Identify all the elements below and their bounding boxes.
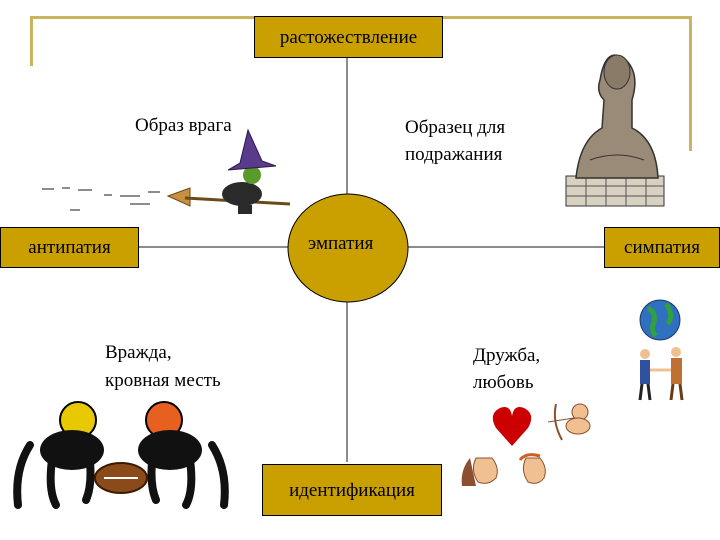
caption-top-right-1: Образец для bbox=[405, 117, 506, 138]
caption-top-right-2: подражания bbox=[405, 144, 503, 165]
node-center-label: эмпатия bbox=[308, 233, 374, 254]
football-players-icon bbox=[13, 401, 229, 509]
frame-line-left bbox=[30, 16, 33, 66]
caption-top-left: Образ врага bbox=[135, 115, 232, 136]
buddha-statue-icon bbox=[565, 54, 665, 207]
frame-line-top bbox=[30, 16, 260, 19]
caption-bottom-right-1: Дружба, bbox=[473, 345, 541, 366]
frame-line-top-right bbox=[440, 16, 692, 19]
caption-bottom-right-2: любовь bbox=[473, 372, 534, 393]
node-top: растожествление bbox=[254, 16, 443, 58]
node-right: симпатия bbox=[604, 227, 720, 268]
cupid-love-icon bbox=[461, 403, 591, 486]
witch-icon bbox=[42, 128, 291, 214]
caption-bottom-left-2: кровная месть bbox=[105, 370, 221, 391]
frame-line-right bbox=[689, 16, 692, 151]
center-ellipse bbox=[287, 193, 409, 303]
caption-bottom-left-1: Вражда, bbox=[105, 342, 172, 363]
node-left: антипатия bbox=[0, 227, 139, 268]
node-bottom: идентификация bbox=[262, 464, 442, 516]
globe-handshake-icon bbox=[638, 299, 684, 401]
